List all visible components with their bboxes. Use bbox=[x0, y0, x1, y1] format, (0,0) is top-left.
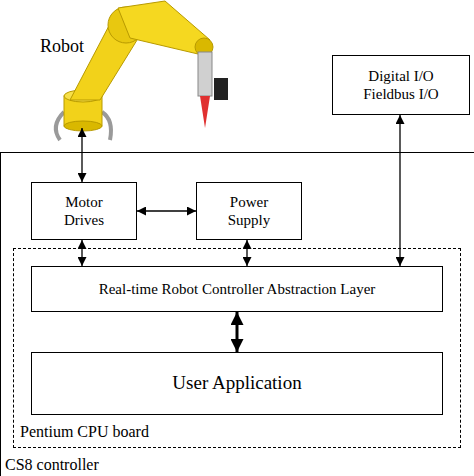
connector-arrow bbox=[236, 312, 239, 352]
region-label: Pentium CPU board bbox=[20, 422, 149, 441]
robot-figure: Robot bbox=[40, 0, 235, 128]
tool bbox=[198, 52, 212, 96]
box-label: Motor Drives bbox=[53, 193, 115, 229]
cable bbox=[102, 112, 111, 140]
region-label: CS8 controller bbox=[5, 455, 99, 474]
connector-arrow bbox=[399, 115, 400, 266]
application-box: User Application bbox=[31, 352, 443, 415]
box-label: Digital I/O Fieldbus I/O bbox=[349, 67, 453, 103]
layer-box: Real-time Robot Controller Abstraction L… bbox=[31, 266, 443, 312]
box-label: Power Supply bbox=[218, 193, 280, 229]
connector-arrow bbox=[246, 240, 247, 266]
io-box: Digital I/O Fieldbus I/O bbox=[332, 55, 470, 115]
process-box: Motor Drives bbox=[31, 182, 137, 240]
robot-base bbox=[64, 121, 102, 131]
connector-arrow bbox=[81, 240, 82, 266]
process-box: Power Supply bbox=[196, 182, 302, 240]
box-label: User Application bbox=[172, 372, 301, 395]
tool-tip bbox=[200, 96, 210, 128]
robot-arm bbox=[56, 1, 228, 140]
cpu-board-region: Pentium CPU board Real-time Robot Control… bbox=[13, 248, 461, 448]
region-label: Robot bbox=[40, 36, 84, 58]
cable bbox=[56, 112, 64, 140]
tool-sensor bbox=[214, 78, 228, 100]
box-label: Real-time Robot Controller Abstraction L… bbox=[99, 280, 376, 298]
connector-arrow bbox=[81, 128, 82, 182]
controller-housing: CS8 controller Motor Drives Power SupplyPe… bbox=[0, 152, 474, 476]
connector-arrow bbox=[137, 210, 196, 211]
